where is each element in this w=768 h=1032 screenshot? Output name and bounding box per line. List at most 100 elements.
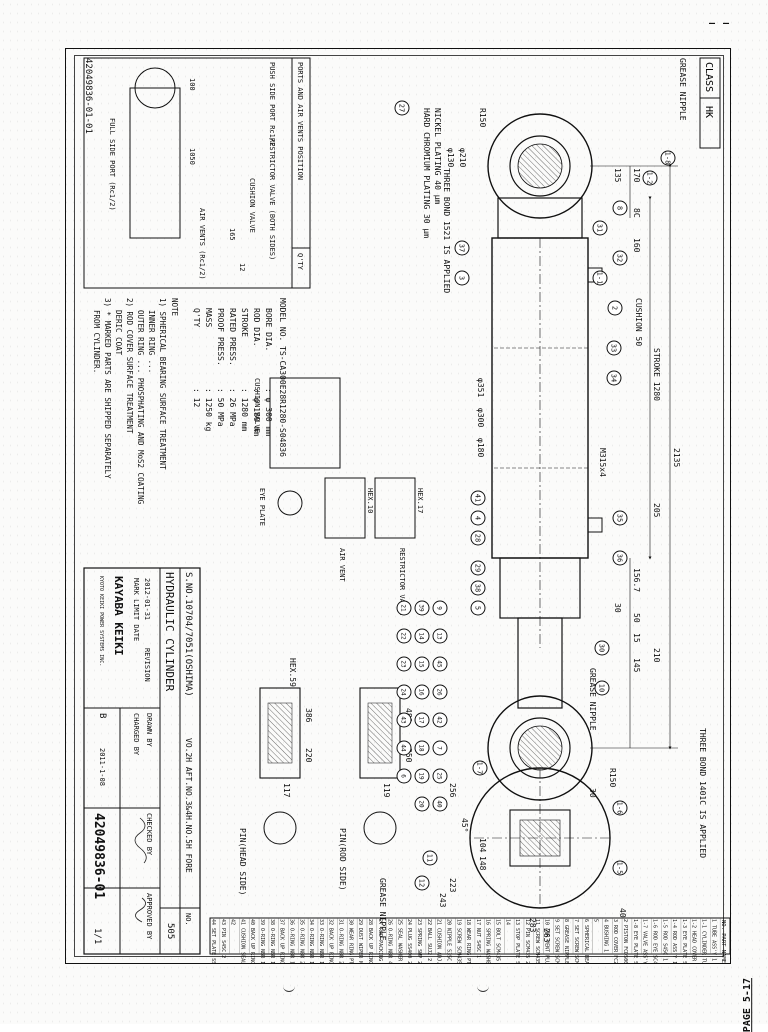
parts-table-row: 1-6 ROD EYE SC480 1	[651, 919, 657, 964]
notes-block: NOTE 1) SPHERICAL BEARING SURFACE TREATM…	[92, 298, 179, 505]
note-line: OUTER RING ... PHOSPHATING AND MoS2 COAT…	[136, 310, 145, 505]
notes-title: NOTE	[170, 298, 179, 317]
parts-table-row: 35 O-RING NBR 2	[298, 919, 304, 964]
balloon: 22	[396, 628, 412, 644]
page-top-mark: — —	[708, 18, 730, 29]
punch-mark	[477, 985, 489, 992]
svg-text:27: 27	[398, 104, 406, 112]
parts-table-row: 24 PLUG SS400 2	[406, 919, 412, 964]
parts-table-row: 13 STOP PLATE SS400 2	[514, 919, 520, 964]
dim-8c: 8C	[632, 208, 641, 218]
pin-grease-nipple-label: GREASE NIPPLE	[378, 878, 387, 941]
note-line: INNER RING ...	[147, 310, 156, 373]
end-view	[469, 767, 611, 909]
engineering-drawing: CLASS HK	[83, 57, 731, 964]
parts-table-row: 19 SCREW SCM435 2	[455, 919, 461, 964]
note-line: 2) ROD COVER SURFACE TREATMENT	[125, 298, 134, 434]
parts-table-row: 1-8 EYE PLATE SS400 1 Ni-Cr	[632, 919, 638, 964]
dim-119: 119	[382, 783, 391, 798]
parts-table-row: 2 PISTON FCD500 1	[622, 919, 628, 964]
svg-text:2: 2	[611, 306, 619, 310]
revision-label: REVISION	[143, 648, 151, 682]
dim-30: 30	[613, 603, 622, 613]
balloon: 40	[432, 796, 448, 812]
dim-135: 135	[613, 168, 622, 183]
parts-table-row: 36 O-RING NBR 1	[288, 919, 294, 964]
svg-text:5: 5	[474, 606, 482, 610]
svg-text:1-1: 1-1	[596, 272, 604, 285]
parts-table-row: 33 O-RING NBR 1	[318, 919, 324, 964]
spec-row-0-val: : φ 300 mm	[264, 388, 273, 436]
full-side-port: FULL SIDE PORT (Rc1/2)	[108, 118, 116, 211]
company-sub: KYOTO KEIKI POWER SYSTEMS INC.	[98, 576, 104, 666]
main-dimensions	[590, 164, 678, 750]
balloon: 26	[432, 684, 448, 700]
ports-box	[83, 57, 311, 289]
parts-table-row: 1-2 HEAD COVER SS400 1	[691, 919, 697, 964]
air-vent-label: AIR VENT	[338, 548, 346, 583]
svg-text:1-2: 1-2	[646, 172, 654, 185]
parts-table-row: 26 O-RING NBR 4	[387, 919, 393, 964]
balloon: 27	[394, 100, 410, 116]
svg-text:10: 10	[598, 684, 606, 692]
dim-15: 15	[632, 633, 641, 643]
parts-table	[209, 917, 731, 955]
svg-text:18: 18	[418, 744, 425, 752]
parts-table-row: 27 ROD PACKING NBR 1 FRONT KIT	[377, 919, 383, 964]
svg-text:1-7: 1-7	[476, 762, 484, 775]
balloon: 21	[396, 600, 412, 616]
checked-by: CHECKED BY	[145, 813, 153, 856]
balloon: 14	[414, 628, 430, 644]
note-line: FROM CYLINDER.	[92, 310, 101, 373]
balloon: 32	[612, 250, 628, 266]
balloon: 10	[594, 680, 610, 696]
svg-text:15: 15	[418, 660, 425, 668]
ship-number: S.NO.10704/7051(OSHIMA)	[183, 572, 193, 697]
restrictor-both-sides: RESTRICTOR VALVE (BOTH SIDES)	[268, 138, 276, 260]
svg-text:3: 3	[458, 276, 466, 280]
main-dimension-text: 2135 STROKE 1280 CUSHION 50 170 8C 160 2…	[446, 108, 681, 787]
title-block	[83, 567, 201, 955]
drawing-frame-inner	[74, 55, 724, 957]
dim-210: 210	[652, 648, 661, 663]
spec-row-6-key: Q'TY	[192, 308, 201, 327]
spec-row-1-val: : φ 180 mm	[252, 388, 261, 436]
class-label: CLASS	[703, 62, 714, 92]
hex10-label: HEX.10	[366, 488, 374, 513]
dim-50: 50	[632, 613, 641, 623]
end-view-dims: 256 45° 223 243 283 263 40 30 104 148	[438, 783, 627, 943]
balloon: 18	[414, 740, 430, 756]
spec-row-2-key: STROKE	[240, 308, 249, 337]
dim-300: φ300	[476, 408, 485, 427]
parts-table-row: 4 BUSHING 1	[602, 919, 608, 952]
parts-table-row: 22 BALL SUJ2 2	[426, 919, 432, 961]
svg-text:13: 13	[436, 632, 443, 640]
parts-table-row: 1-7 VALVE ASS'Y 1	[642, 919, 648, 964]
three-bond-1521-label: THREE BOND 1521 IS APPLIED	[442, 168, 451, 293]
parts-table-row: 28 BACK UP RING PTFE 2	[367, 919, 373, 964]
balloon: 6	[396, 768, 412, 784]
ports-dim-100: 100	[188, 78, 196, 91]
svg-text:42: 42	[436, 716, 443, 724]
eye-plate-label: EYE PLATE	[258, 488, 266, 526]
dim-243: 243	[438, 893, 447, 908]
air-vents-box: AIR VENTS (Rc1/2)	[198, 208, 206, 280]
parts-table-row: 1-1 CYLINDER TUBE STKM13A 1	[701, 919, 707, 964]
svg-text:22: 22	[400, 632, 407, 640]
svg-text:36: 36	[616, 554, 624, 562]
parts-table-row: 16 SPRING WASHER SWRH 8 FOR M27	[485, 919, 491, 964]
balloon: 12	[414, 875, 430, 891]
svg-text:20: 20	[418, 800, 425, 808]
balloon: 29	[470, 560, 486, 576]
spec-row-6-val: : 12	[192, 388, 201, 407]
svg-text:34: 34	[610, 374, 618, 382]
restrictor-label: RESTRICTOR VALVE	[398, 548, 406, 615]
balloon: 28	[470, 530, 486, 546]
svg-text:25: 25	[436, 772, 443, 780]
dim-130-eye: φ130	[446, 148, 455, 167]
balloon: 35	[612, 510, 628, 526]
cylinder-side-view	[487, 113, 603, 801]
valve-details	[269, 377, 416, 539]
svg-text:1-8: 1-8	[664, 152, 672, 165]
